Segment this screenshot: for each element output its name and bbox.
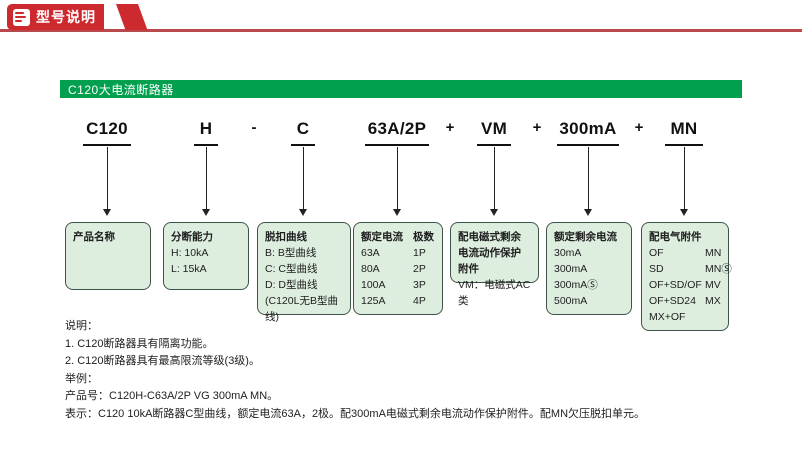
code-underline [291,144,315,146]
box-line: C: C型曲线 [265,263,318,275]
box-line: 500mA [554,295,588,307]
box-line: B: B型曲线 [265,247,317,259]
example-heading: 举例： [65,372,98,385]
table-row: 80A 2P [361,261,435,277]
down-arrow-icon [490,209,498,216]
box-electrical-accessories: 配电气附件 OF MN SD MNⓈ OF+SD/OF MV OF+SD24 M… [641,222,732,331]
accessory-code: OF [649,247,664,259]
box-title: 额定剩余电流 [554,231,617,243]
column-header: 极数 [413,231,434,243]
note-item: 1. C120断路器具有隔离功能。 [65,337,214,350]
cell-current: 125A [361,295,386,307]
box-title: 配电气附件 [649,231,702,243]
badge-label: 型号说明 [36,9,96,25]
box-line: H: 10kA [171,247,209,259]
code-segment-vm: VM [480,119,508,138]
arrow-line [494,147,495,209]
accessory-code: OF+SD24 [649,295,696,307]
table-row: 63A 1P [361,245,435,261]
code-underline [194,144,218,146]
accessory-row: OF+SD24 MX [649,293,721,309]
note-item: 2. C120断路器具有最高限流等级(3级)。 [65,355,260,367]
example-line: 表示：C120 10kA断路器C型曲线，额定电流63A，2极。配300mA电磁式… [65,407,646,420]
down-arrow-icon [202,209,210,216]
arrow-line [303,147,304,209]
down-arrow-icon [680,209,688,216]
section-title: C120大电流断路器 [68,82,174,97]
cell-current: 100A [361,279,386,291]
arrow-line [684,147,685,209]
code-underline [83,144,131,146]
arrow-line [397,147,398,209]
box-product-name: 产品名称 [65,222,151,290]
code-separator-dash: - [251,119,257,136]
cell-poles: 4P [413,295,426,307]
box-trip-curve: 脱扣曲线 B: B型曲线 C: C型曲线 D: D型曲线 (C120L无B型曲线… [257,222,351,323]
document-icon [13,8,30,26]
box-line: 300mAⓈ [554,279,598,291]
code-separator-plus: + [445,119,455,136]
accessory-code: MX [705,295,721,307]
code-segment-curve: C [296,119,310,138]
section-badge: 型号说明 [7,4,104,30]
arrow-line [206,147,207,209]
box-rated-current: 额定电流 极数 63A 1P 80A 2P 100A 3P 125A 4P [353,222,443,315]
arrow-line [107,147,108,209]
example-line: 产品号：C120H-C63A/2P VG 300mA MN。 [65,390,279,402]
code-separator-plus: + [634,119,644,136]
box-line: L: 15kA [171,263,207,275]
code-segment-accessory: MN [670,119,698,138]
cell-poles: 1P [413,247,426,259]
box-title: 分断能力 [171,231,213,243]
code-segment-breaking: H [199,119,213,138]
cell-poles: 2P [413,263,426,275]
box-line: D: D型曲线 [265,279,318,291]
cell-current: 63A [361,247,380,259]
arrow-line [588,147,589,209]
box-vm-accessory: 配电磁式剩余电流动作保护附件 VM：电磁式AC类 [450,222,539,307]
box-breaking-capacity: 分断能力 H: 10kA L: 15kA [163,222,249,290]
box-title: 配电磁式剩余电流动作保护附件 [458,231,521,275]
code-underline [477,144,511,146]
box-rated-residual-current: 额定剩余电流 30mA 300mA 300mAⓈ 500mA [546,222,632,315]
code-underline [365,144,429,146]
accessory-code: MNⓈ [705,263,732,275]
header-rule [0,29,802,32]
box-title: 产品名称 [73,231,115,243]
code-underline [557,144,619,146]
box-title: 脱扣曲线 [265,231,307,243]
accessory-row: OF+SD/OF MV [649,277,721,293]
code-segment-current: 63A/2P [367,119,427,138]
code-segment-residual: 300mA [559,119,617,138]
box-line: VM：电磁式AC类 [458,279,531,307]
box-line: (C120L无B型曲线) [265,295,338,323]
notes-block: 说明： 1. C120断路器具有隔离功能。 2. C120断路器具有最高限流等级… [65,318,795,423]
cell-current: 80A [361,263,380,275]
section-title-bar: C120大电流断路器 [60,80,742,98]
banner-slant [116,4,148,30]
accessory-row: SD MNⓈ [649,261,732,277]
down-arrow-icon [299,209,307,216]
notes-heading: 说明： [65,320,98,332]
column-header: 额定电流 [361,231,403,243]
code-underline [665,144,703,146]
table-row: 125A 4P [361,293,435,309]
accessory-code: SD [649,263,664,275]
accessory-code: MN [705,247,722,259]
down-arrow-icon [584,209,592,216]
box-line: 300mA [554,263,588,275]
code-segment-product: C120 [86,119,128,138]
box-line: 30mA [554,247,582,259]
down-arrow-icon [103,209,111,216]
accessory-row: MX+OF [649,309,721,325]
accessory-code: MV [705,279,721,291]
table-row: 100A 3P [361,277,435,293]
cell-poles: 3P [413,279,426,291]
accessory-code: OF+SD/OF [649,279,702,291]
accessory-code: MX+OF [649,311,686,323]
accessory-row: OF MN [649,245,721,261]
code-separator-plus: + [532,119,542,136]
down-arrow-icon [393,209,401,216]
table-header-row: 额定电流 极数 [361,229,435,245]
